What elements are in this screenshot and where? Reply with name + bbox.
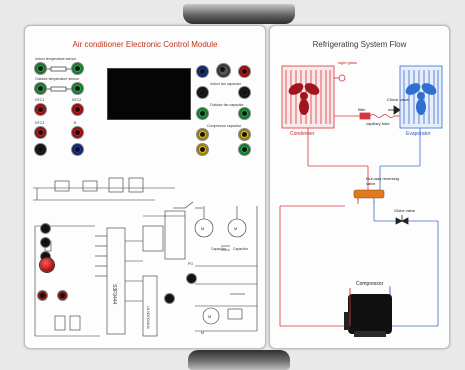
ntc2-label: NTC2 — [72, 98, 82, 102]
left-panel-title: Air conditioner Electronic Control Modul… — [72, 40, 218, 49]
schematic-jack-4[interactable] — [165, 294, 174, 303]
outdoor-fan-cap-jack-2[interactable] — [239, 108, 250, 119]
ntc1-jack[interactable] — [35, 104, 46, 115]
refrigeration-diagram — [279, 65, 443, 337]
ground-jack-2[interactable] — [72, 144, 83, 155]
capacitor-label-1: Capacitor — [211, 247, 226, 251]
pg-label: PG — [188, 262, 194, 266]
indoor-fan-cap-jack-2[interactable] — [239, 87, 250, 98]
check-valve-icon — [388, 105, 401, 115]
ntc3-jack[interactable] — [35, 127, 46, 138]
top-handle-icon[interactable] — [183, 4, 295, 24]
check-valve-label: Check valve — [387, 97, 409, 102]
indoor-fan-cap-label: Indoor fan capacitor — [210, 82, 241, 86]
outdoor-fan-cap-jack-1[interactable] — [197, 108, 208, 119]
condenser-label: Condenser — [290, 131, 315, 137]
filter-label: filter — [358, 107, 366, 112]
b-label: B — [74, 121, 77, 125]
svg-text:ULN2003AN: ULN2003AN — [146, 306, 151, 329]
outdoor-fan-cap-label: Outdoor fan capacitor — [210, 103, 244, 107]
evaporator-fan-icon — [405, 83, 437, 115]
adjust-potentiometer[interactable] — [40, 258, 54, 272]
speed-selector-knob[interactable] — [217, 64, 230, 77]
electronic-control-panel: Air conditioner Electronic Control Modul… — [24, 25, 266, 349]
schematic-jack-3[interactable] — [41, 252, 50, 261]
ntc1-label: NTC1 — [35, 98, 45, 102]
globe-valve-icon — [395, 215, 409, 225]
compressor-icon — [344, 288, 392, 337]
svg-text:S3F9444: S3F9444 — [111, 284, 117, 305]
condenser-fan-icon — [288, 83, 320, 115]
m-label: M — [201, 331, 204, 335]
capillary-label: capillary tube — [366, 121, 390, 126]
schematic-jack-red-1[interactable] — [38, 291, 47, 300]
bottom-handle-icon[interactable] — [188, 350, 290, 370]
indoor-sensor-jack-1[interactable] — [35, 63, 46, 74]
four-way-valve-icon — [353, 189, 385, 204]
compressor-cap-label: Compressor capacitor — [207, 124, 242, 128]
compressor-cap-jack-2[interactable] — [239, 129, 250, 140]
schematic-jack-5[interactable] — [187, 274, 196, 283]
globe-valve-label: Globe valve — [394, 208, 416, 213]
ntc2-jack[interactable] — [72, 104, 83, 115]
ntc3-label: NTC3 — [35, 121, 45, 125]
compressor-cap-jack-4[interactable] — [239, 144, 250, 155]
svg-text:M: M — [208, 314, 211, 319]
right-panel-title: Refrigerating System Flow — [312, 40, 407, 49]
svg-text:M: M — [201, 226, 204, 231]
outdoor-sensor-jack-1[interactable] — [35, 83, 46, 94]
circuit-schematic: S3F9444 ULN2003AN M M M — [33, 177, 258, 337]
svg-text:M: M — [234, 226, 237, 231]
schematic-jack-2[interactable] — [41, 238, 50, 247]
thermistor-symbol-1 — [47, 66, 71, 72]
compressor-label: Compressor — [356, 281, 384, 287]
compressor-cap-jack-3[interactable] — [197, 144, 208, 155]
fan-jack-blue-1[interactable] — [197, 66, 208, 77]
indoor-fan-cap-jack-1[interactable] — [197, 87, 208, 98]
fan-jack-red[interactable] — [239, 66, 250, 77]
thermistor-symbol-2 — [47, 86, 71, 92]
outdoor-sensor-jack-2[interactable] — [72, 83, 83, 94]
capacitor-label-2: Capacitor — [233, 247, 248, 251]
sight-glass-label: sight glass — [338, 60, 357, 65]
led-display — [107, 68, 191, 120]
indoor-sensor-label: Indoor temperature sensor — [35, 57, 77, 61]
schematic-jack-red-2[interactable] — [58, 291, 67, 300]
refrigerating-flow-panel: Refrigerating System Flow — [269, 25, 450, 349]
evaporator-label: Evaporator — [406, 131, 431, 137]
outdoor-sensor-label: Outdoor temperature sensor — [35, 77, 79, 81]
ground-jack-1[interactable] — [35, 144, 46, 155]
four-way-valve-label: four-way reversing valve — [366, 176, 399, 186]
indoor-sensor-jack-2[interactable] — [72, 63, 83, 74]
schematic-jack-1[interactable] — [41, 224, 50, 233]
b-jack-red[interactable] — [72, 127, 83, 138]
compressor-cap-jack-1[interactable] — [197, 129, 208, 140]
